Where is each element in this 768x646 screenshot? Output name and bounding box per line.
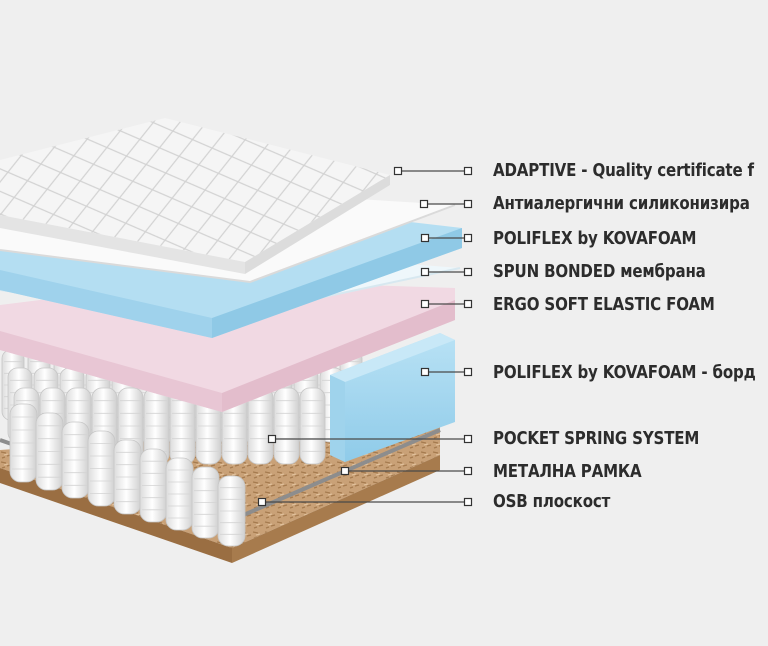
label-spun-bonded: SPUN BONDED мембрана [493, 262, 706, 282]
square-marker-icon [463, 166, 473, 176]
label-ergo-soft: ERGO SOFT ELASTIC FOAM [493, 295, 715, 315]
square-marker-icon [420, 233, 430, 243]
spring-coil [169, 387, 196, 465]
spring-coil [113, 439, 142, 515]
spring-coil [247, 387, 274, 465]
square-marker-icon [340, 466, 350, 476]
spring-coil [165, 457, 194, 531]
square-marker-icon [257, 497, 267, 507]
square-marker-icon [393, 166, 403, 176]
spring-coil [299, 387, 326, 465]
square-marker-icon [463, 466, 473, 476]
label-poliflex: POLIFLEX by KOVAFOAM [493, 229, 697, 249]
leader-lines [257, 166, 473, 507]
quilted-top-cover [0, 118, 390, 274]
border-foam [330, 333, 455, 462]
label-pocket-spring: POCKET SPRING SYSTEM [493, 429, 700, 449]
square-marker-icon [463, 267, 473, 277]
square-marker-icon [420, 267, 430, 277]
label-osb: OSB плоскост [493, 492, 611, 512]
square-marker-icon [267, 434, 277, 444]
label-poliflex-border: POLIFLEX by KOVAFOAM - борд [493, 363, 756, 383]
square-marker-icon [420, 367, 430, 377]
spring-coil [87, 430, 116, 507]
label-antiallergic: Антиалергични силиконизира [493, 194, 750, 214]
square-marker-icon [463, 233, 473, 243]
spring-coil [35, 412, 64, 491]
spring-coil [191, 466, 220, 539]
square-marker-icon [463, 199, 473, 209]
spring-coil [139, 448, 168, 523]
label-metal-frame: МЕТАЛНА РАМКА [493, 462, 642, 482]
square-marker-icon [463, 299, 473, 309]
square-marker-icon [420, 299, 430, 309]
square-marker-icon [419, 199, 429, 209]
square-marker-icon [463, 367, 473, 377]
square-marker-icon [463, 434, 473, 444]
spring-coil [273, 387, 300, 465]
square-marker-icon [463, 497, 473, 507]
spring-coil [9, 403, 38, 483]
spring-coil [217, 475, 246, 547]
label-adaptive: ADAPTIVE - Quality certificate f [493, 161, 754, 181]
spring-coil [61, 421, 90, 499]
